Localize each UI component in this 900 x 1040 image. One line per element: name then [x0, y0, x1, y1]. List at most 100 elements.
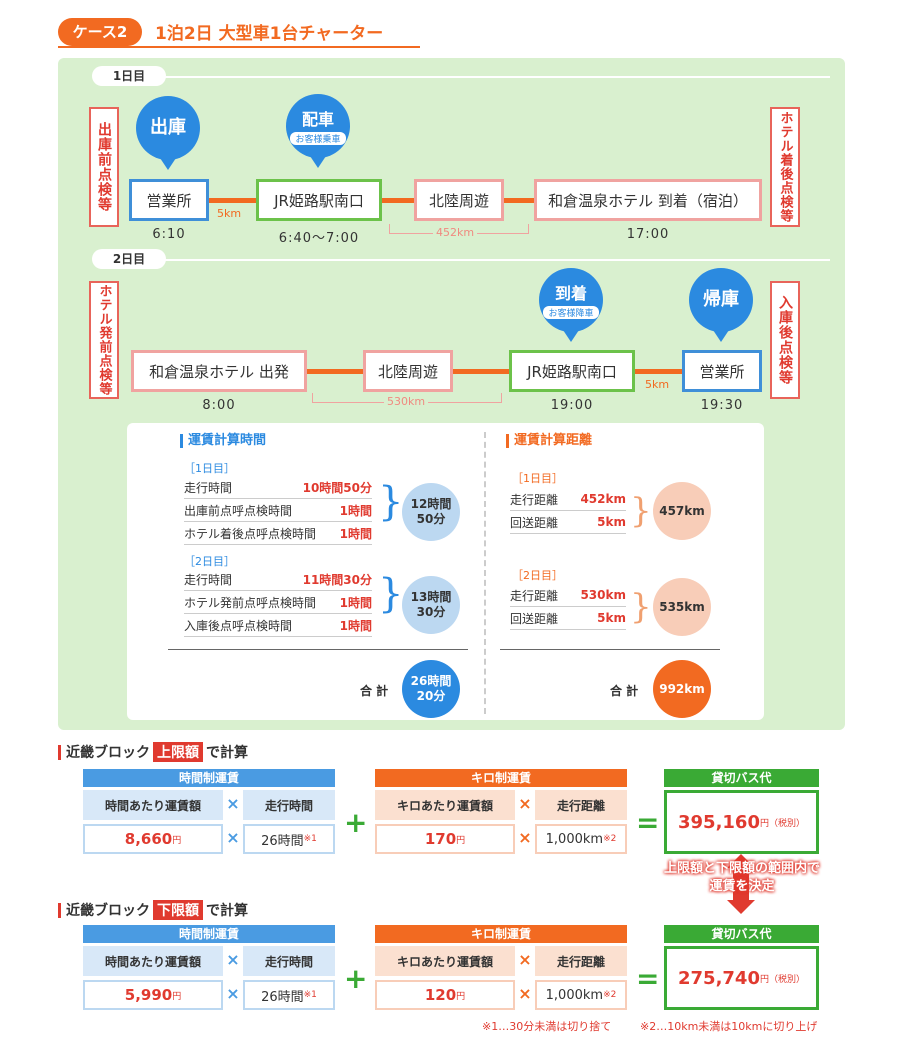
arrow-up-icon: [727, 854, 755, 868]
row-value: 10時間50分: [302, 480, 372, 495]
day1-time-2: 6:40〜7:00: [278, 231, 360, 246]
lower-result-header: 貸切バス代: [664, 925, 819, 943]
rate-number: 5,990: [124, 986, 173, 1004]
sum-line: 13時間: [410, 590, 452, 604]
sum-line: 26時間: [410, 674, 452, 688]
day1-stop-hokuriku: 北陸周遊: [414, 179, 504, 221]
day2-time-2: 19:00: [550, 398, 594, 413]
sum-line: 12時間: [410, 497, 452, 511]
dist-calc-heading: 運賃計算距離: [506, 434, 592, 448]
hours-number: 26時間: [261, 989, 304, 1005]
case-label: ケース2: [58, 18, 142, 46]
day2-label: 2日目: [92, 249, 166, 269]
time-d1-row: ホテル着後点呼点検時間 1時間: [184, 522, 372, 545]
day2-left-note: ホテル発前点検等: [89, 281, 119, 399]
row-key: ホテル発前点呼点検時間: [184, 595, 317, 610]
heading-post: で計算: [206, 745, 248, 761]
row-key: ホテル着後点呼点検時間: [184, 526, 317, 541]
times-icon: ×: [226, 950, 240, 969]
yen-unit: 円: [172, 991, 182, 1002]
yen-unit: 円: [172, 835, 182, 846]
plus-icon: +: [344, 806, 368, 839]
day2-line: [110, 259, 830, 261]
day1-left-note: 出庫前点検等: [89, 107, 119, 227]
times-icon: ×: [226, 794, 240, 813]
road-1c: [500, 198, 538, 203]
page-title: 1泊2日 大型車1台チャーター: [155, 24, 384, 44]
result-unit: 円（税別）: [759, 818, 805, 829]
result-number: 275,740: [678, 967, 760, 989]
row-value: 452km: [580, 492, 626, 506]
dist-total-rule: [500, 649, 720, 650]
dropoff-bubble: 到着 お客様降車: [539, 268, 603, 332]
upper-km-header: キロ制運賃: [375, 769, 627, 787]
row-value: 1時間: [339, 503, 372, 518]
time-d1-label: ［1日目］: [184, 462, 235, 475]
lower-hours-value: 26時間※1: [243, 980, 335, 1010]
heading-tag: 上限額: [153, 742, 203, 762]
lower-rate-label: 時間あたり運賃額: [83, 946, 223, 976]
depot-out-tail: [160, 158, 176, 170]
lower-km-run-label: 走行距離: [535, 946, 627, 976]
times-icon: ×: [518, 828, 532, 847]
day1-stop-himeji: JR姫路駅南口: [256, 179, 382, 221]
day2-km-5: 5km: [645, 378, 670, 391]
note-mark: ※1: [303, 990, 317, 1000]
heading-tag: 下限額: [153, 900, 203, 920]
row-key: 走行距離: [510, 492, 559, 507]
plus-icon: +: [344, 962, 368, 995]
day1-km-452: 452km: [433, 226, 478, 239]
dist-d2-brace: }: [630, 587, 652, 627]
upper-run-label: 走行時間: [243, 790, 335, 820]
dist-d1-row: 走行距離 452km: [510, 488, 626, 511]
note-mark: ※2: [603, 834, 617, 844]
equals-icon: =: [636, 806, 660, 839]
times-icon: ×: [226, 984, 240, 1003]
time-d2-label: ［2日目］: [184, 555, 235, 568]
equals-icon: =: [636, 962, 660, 995]
result-unit: 円（税別）: [759, 974, 805, 985]
row-value: 1時間: [339, 526, 372, 541]
footnote-1: ※1…30分未満は切り捨て: [482, 1020, 612, 1033]
dist-d1-brace: }: [630, 491, 652, 531]
sum-line: 20分: [416, 689, 446, 703]
row-key: 走行時間: [184, 480, 233, 495]
day1-km-5: 5km: [217, 207, 242, 220]
note-mark: ※2: [603, 990, 617, 1000]
upper-hours-value: 26時間※1: [243, 824, 335, 854]
day2-km-530: 530km: [384, 395, 429, 408]
dist-total: 992km: [653, 660, 711, 718]
dist-d2-label: ［2日目］: [512, 569, 563, 582]
row-key: 入庫後点呼点検時間: [184, 618, 293, 633]
row-key: 走行距離: [510, 588, 559, 603]
time-calc-heading: 運賃計算時間: [180, 434, 266, 448]
sum-line: 30分: [416, 605, 446, 619]
day1-time-1: 6:10: [152, 227, 186, 242]
road-2c: [632, 369, 688, 374]
row-value: 5km: [597, 611, 626, 625]
depot-in-tail: [713, 330, 729, 342]
time-d1-row: 走行時間 10時間50分: [184, 476, 372, 499]
times-icon: ×: [518, 950, 532, 969]
row-key: 回送距離: [510, 611, 559, 626]
day2-right-note: 入庫後点検等: [770, 281, 800, 399]
upper-result-header: 貸切バス代: [664, 769, 819, 787]
dist-total-label: 合 計: [610, 684, 639, 698]
lower-km-rate-label: キロあたり運賃額: [375, 946, 515, 976]
dist-d2-row: 回送距離 5km: [510, 607, 626, 630]
km-rate-number: 120: [424, 986, 457, 1004]
